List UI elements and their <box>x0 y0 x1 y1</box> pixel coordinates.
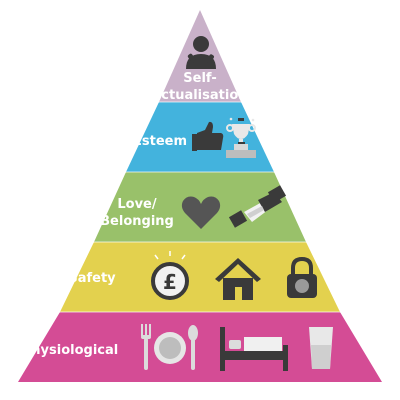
tier-safety <box>60 242 340 312</box>
esteem-label: Esteem <box>132 134 187 149</box>
trophy-podium-icon <box>226 117 256 158</box>
padlock-icon <box>287 256 317 298</box>
heart-icon <box>181 196 221 229</box>
love-belonging-label-line2: Belonging <box>100 214 174 229</box>
safety-label: Safety <box>68 271 116 286</box>
self-actualisation-label: Self- actualisation <box>150 70 250 104</box>
house-icon <box>215 258 261 300</box>
tier-divider <box>0 241 400 243</box>
spoon-icon <box>188 325 198 370</box>
tier-physiological <box>18 312 382 382</box>
glass-icon <box>309 327 333 369</box>
tier-divider <box>0 101 400 103</box>
tier-divider <box>0 171 400 173</box>
plate-icon <box>154 332 186 364</box>
pound-coin-icon: £ <box>151 251 189 300</box>
handshake-icon <box>228 185 287 228</box>
pound-symbol: £ <box>163 270 177 294</box>
fork-icon <box>141 324 151 370</box>
thumbs-up-icon <box>192 121 224 151</box>
tier-divider <box>0 311 400 313</box>
love-belonging-label: Love/ Belonging <box>92 196 182 230</box>
physiological-label: Physiological <box>21 343 119 358</box>
self-actualisation-label-line1: Self- <box>183 71 217 86</box>
person-icon <box>186 36 216 69</box>
self-actualisation-label-line2: actualisation <box>152 88 248 103</box>
love-belonging-label-line1: Love/ <box>117 197 157 212</box>
bed-icon <box>220 327 288 371</box>
